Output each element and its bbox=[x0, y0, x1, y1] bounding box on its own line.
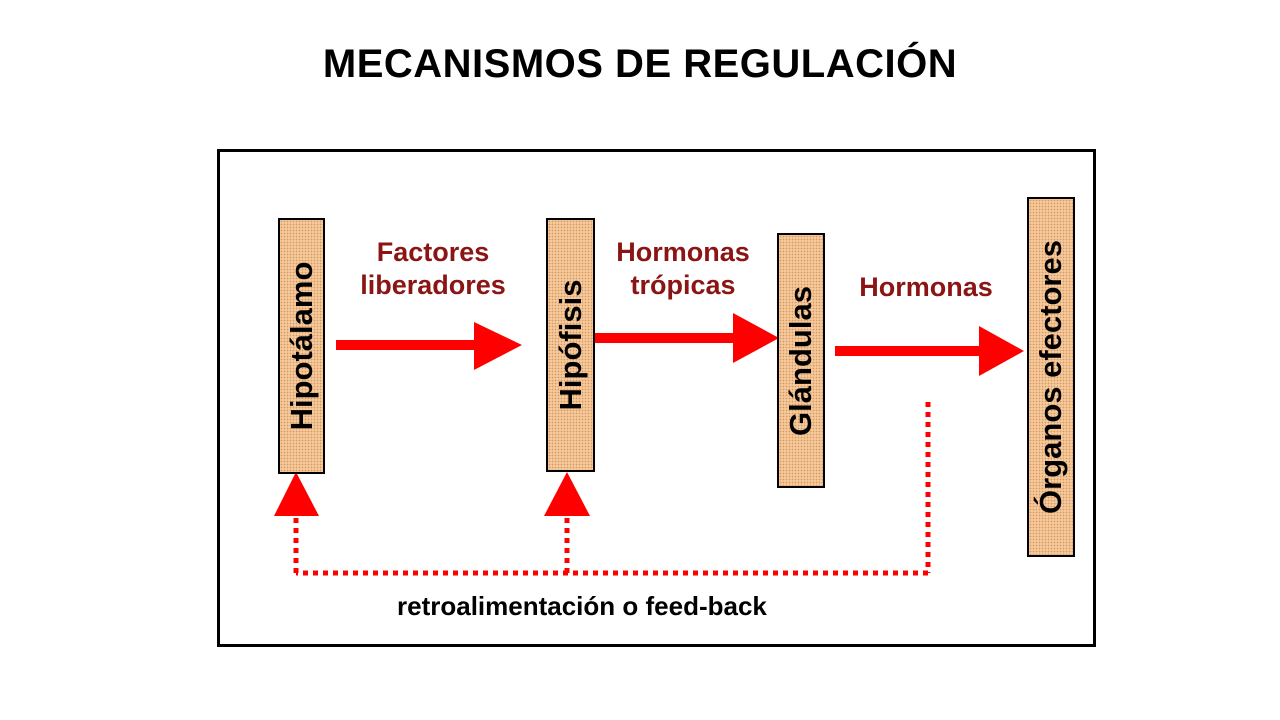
node-glandulas: Glándulas bbox=[777, 233, 825, 488]
node-organos-efectores-label: Órganos efectores bbox=[1033, 240, 1068, 514]
diagram-frame bbox=[217, 149, 1096, 647]
arrow-hormonas bbox=[835, 326, 1024, 376]
node-organos-efectores: Órganos efectores bbox=[1027, 197, 1075, 557]
node-hipofisis-label: Hipófisis bbox=[552, 279, 588, 411]
node-hipotalamo-label: Hipotálamo bbox=[283, 261, 319, 431]
feedback-arrowhead-hipofisis bbox=[544, 472, 590, 516]
node-hipotalamo: Hipotálamo bbox=[278, 218, 325, 474]
label-hormonas-tropicas: Hormonas trópicas bbox=[598, 236, 768, 302]
node-glandulas-label: Glándulas bbox=[783, 285, 818, 436]
feedback-arrowhead-hipotalamo bbox=[274, 472, 319, 516]
arrow-hormonas-tropicas bbox=[595, 313, 779, 363]
label-hormonas-2: Hormonas bbox=[859, 272, 993, 302]
label-hormonas: Hormonas bbox=[846, 271, 1006, 304]
node-hipofisis: Hipófisis bbox=[546, 218, 595, 472]
feedback-label: retroalimentación o feed-back bbox=[397, 591, 767, 621]
label-liberadores: liberadores bbox=[360, 270, 506, 300]
label-tropicas: trópicas bbox=[630, 270, 736, 300]
feedback-path bbox=[293, 402, 931, 576]
label-factores-liberadores: Factores liberadores bbox=[343, 236, 523, 302]
label-hormonas-1: Hormonas bbox=[616, 237, 750, 267]
label-factores: Factores bbox=[376, 237, 490, 267]
arrow-factores-liberadores bbox=[336, 322, 522, 370]
slide-title: MECANISMOS DE REGULACIÓN bbox=[322, 42, 958, 86]
